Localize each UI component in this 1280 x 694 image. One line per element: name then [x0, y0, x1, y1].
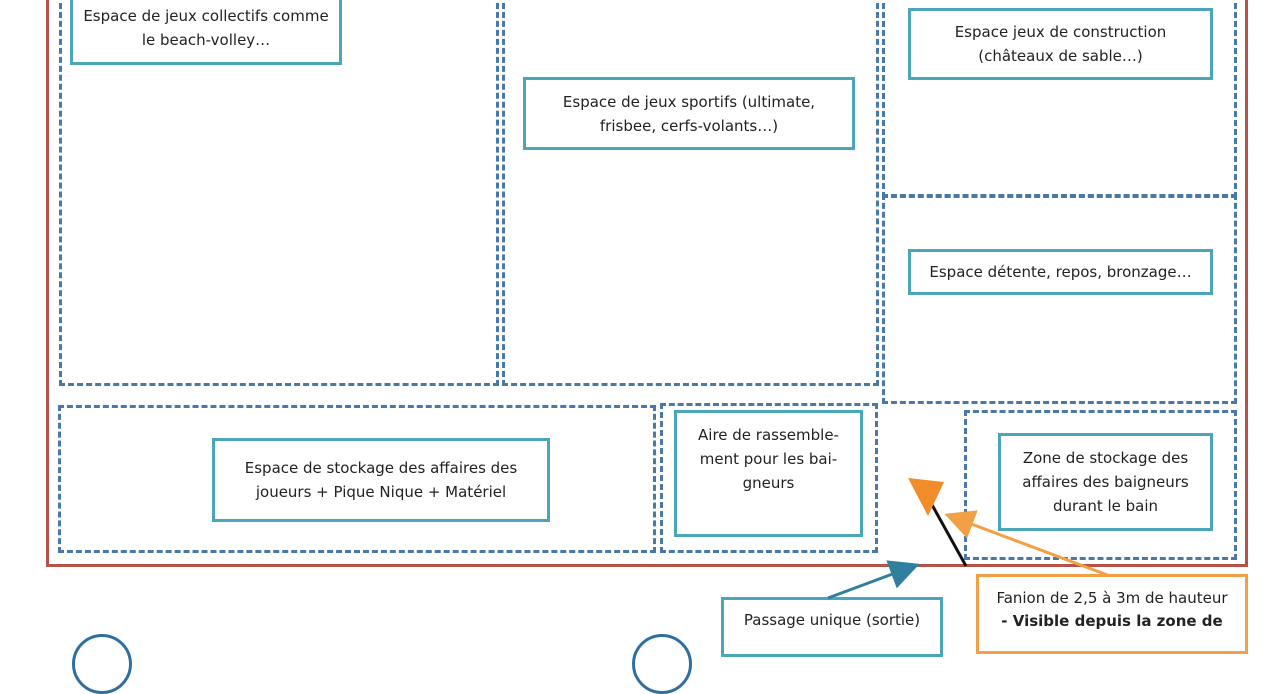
beach-area-boundary [46, 0, 1248, 567]
flag-callout-line1: Fanion de 2,5 à 3m de hauteur [996, 589, 1228, 607]
sports-games-text: Espace de jeux sportifs (ultimate, frisb… [562, 92, 816, 135]
collective-games-label: Espace de jeux collectifs comme le beach… [70, 0, 342, 65]
sports-games-label: Espace de jeux sportifs (ultimate, frisb… [523, 77, 855, 150]
single-passage-text: Passage unique (sortie) [743, 611, 921, 629]
construction-games-text: Espace jeux de construction (châteaux de… [954, 23, 1167, 65]
annotation-overlay [827, 478, 1111, 600]
construction-games-label: Espace jeux de construction (châteaux de… [908, 8, 1213, 80]
sports-games-zone [502, 0, 879, 386]
flag-icon [908, 478, 944, 516]
swimmer-storage-zone [964, 410, 1237, 560]
swimmer-storage-label: Zone de stockage des affaires des baigne… [998, 433, 1213, 531]
flag-callout-arrow [944, 510, 1111, 578]
collective-games-text: Espace de jeux collectifs comme le beach… [83, 6, 329, 49]
relaxation-text: Espace détente, repos, bronzage… [929, 263, 1192, 281]
left-circle-marker [72, 634, 132, 694]
relaxation-zone [882, 194, 1237, 404]
player-storage-label: Espace de stockage des affaires des joue… [212, 438, 550, 522]
relaxation-label: Espace détente, repos, bronzage… [908, 249, 1213, 295]
player-storage-zone [58, 405, 656, 553]
gathering-area-text: Aire de rassemble-ment pour les bai-gneu… [698, 426, 839, 492]
collective-games-zone [59, 0, 499, 386]
player-storage-text: Espace de stockage des affaires des joue… [244, 459, 518, 501]
gathering-area-label: Aire de rassemble-ment pour les bai-gneu… [674, 410, 863, 537]
swimmer-storage-text: Zone de stockage des affaires des baigne… [1022, 449, 1189, 515]
gathering-area-zone [660, 403, 878, 553]
right-circle-marker [632, 634, 692, 694]
passage-arrow [827, 560, 920, 600]
flag-callout-line2: - Visible depuis la zone de [1001, 612, 1223, 630]
